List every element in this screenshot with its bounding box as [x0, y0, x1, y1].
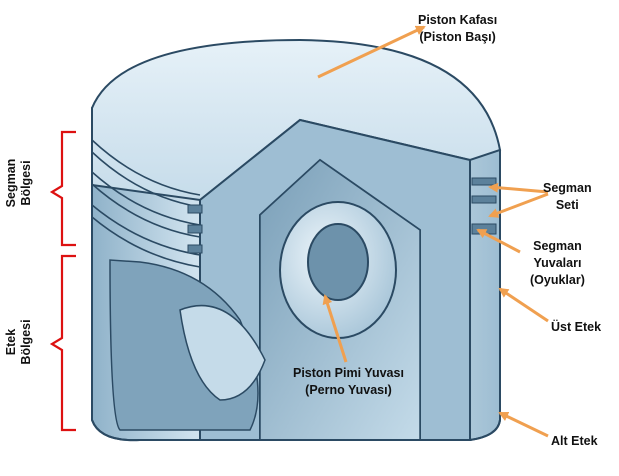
- arrow-pin-boss: [322, 294, 348, 363]
- arrow-ring-grooves: [476, 228, 521, 254]
- arrow-piston-head: [317, 25, 426, 79]
- ring-zone-bracket: [49, 130, 76, 247]
- label-ring-set: Segman Seti: [543, 181, 592, 212]
- label-ring-grooves: Segman Yuvaları (Oyuklar): [530, 239, 585, 287]
- label-upper-skirt: Üst Etek: [551, 320, 602, 334]
- label-pin-boss: Piston Pimi Yuvası (Perno Yuvası): [293, 366, 404, 397]
- label-lower-skirt: Alt Etek: [551, 434, 598, 448]
- label-skirt-zone: Etek Bölgesi: [4, 319, 33, 365]
- skirt-rim: [91, 419, 501, 442]
- arrow-upper-skirt: [498, 287, 549, 323]
- label-ring-zone: Segman Bölgesi: [4, 158, 33, 208]
- arrow-ring-set-a: [488, 182, 549, 194]
- label-piston-head: Piston Kafası (Piston Başı): [418, 13, 498, 44]
- ring-grooves: [187, 177, 497, 254]
- skirt-zone-bracket: [49, 254, 76, 432]
- arrow-ring-set-b: [488, 192, 549, 218]
- ring-lands: [91, 139, 201, 268]
- piston-crown: [91, 38, 502, 202]
- pin-bore: [307, 223, 369, 301]
- skirt-inner-boss: [179, 304, 266, 401]
- arrow-lower-skirt: [498, 411, 549, 438]
